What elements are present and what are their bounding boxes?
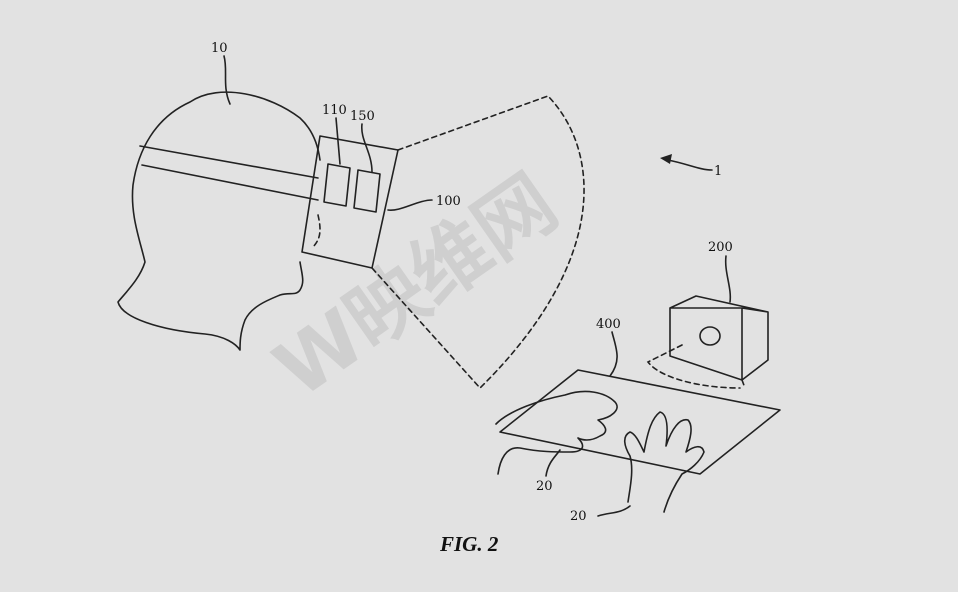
leader-10 [223, 55, 231, 105]
hmd-device [301, 135, 399, 269]
label-200: 200 [708, 240, 733, 255]
head-strap [139, 145, 319, 201]
label-400: 400 [596, 317, 621, 332]
label-100: 100 [436, 194, 461, 209]
user-head [117, 91, 321, 351]
label-110: 110 [322, 103, 347, 118]
label-150: 150 [350, 109, 375, 124]
work-surface [499, 369, 781, 475]
right-hand [623, 411, 705, 513]
display-element-a [323, 163, 351, 207]
camera-device [669, 295, 769, 381]
field-of-view [371, 95, 585, 390]
arrowhead-1 [660, 154, 672, 164]
watermark: W映维网 [259, 158, 573, 415]
display-element-b [353, 169, 381, 213]
leader-1 [667, 159, 713, 171]
camera-view-dashes [646, 344, 746, 389]
leader-20b [597, 505, 631, 517]
leader-100 [387, 199, 433, 211]
label-10: 10 [211, 41, 228, 56]
eye-line [311, 214, 321, 249]
label-1: 1 [714, 164, 722, 179]
leader-150 [361, 123, 373, 173]
left-hand [495, 390, 618, 475]
camera-lens [699, 326, 721, 346]
leader-20a [545, 449, 561, 477]
leader-200 [724, 255, 732, 303]
leader-110 [335, 117, 341, 165]
figure-caption: FIG. 2 [439, 532, 499, 556]
leader-400 [609, 331, 618, 377]
label-20-left: 20 [536, 479, 553, 494]
label-20-right: 20 [570, 509, 587, 524]
